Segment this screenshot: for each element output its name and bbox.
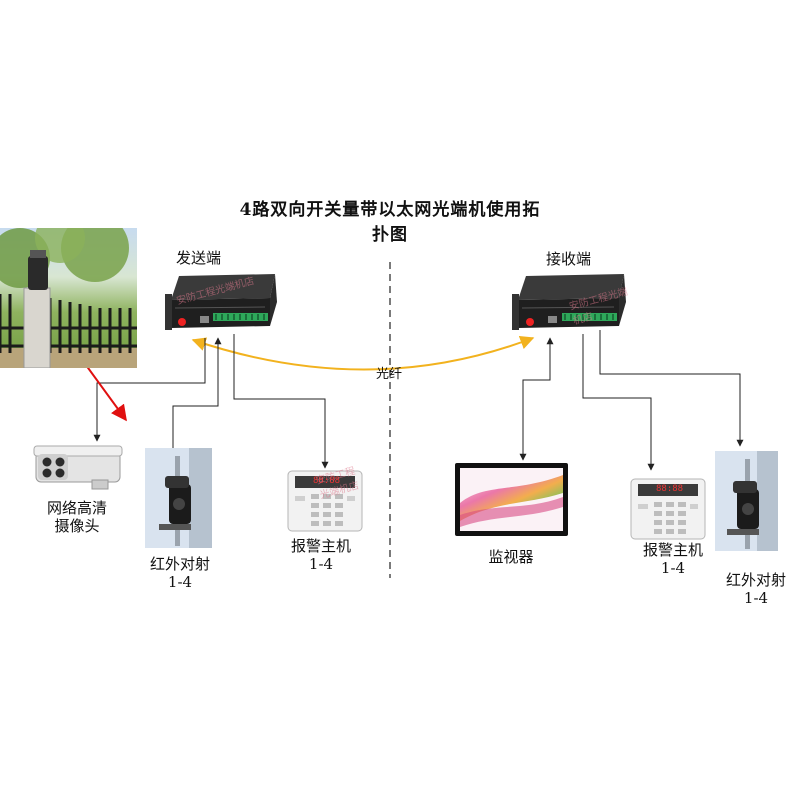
camera-icon [33, 445, 123, 490]
alarm-display-right: 88:88 [656, 484, 684, 494]
ir-left-label-line-2: 1-4 [167, 573, 193, 591]
wire-ir-left [172, 337, 222, 448]
ir-right-label-line-2: 1-4 [743, 589, 769, 607]
fence-photo [0, 228, 137, 368]
diagram-title: 4路双向开关量带以太网光端机使用拓 扑图 [180, 198, 600, 248]
alarm-right-label-line-2: 1-4 [660, 559, 686, 577]
ir-right-label-line-1: 红外对射 [725, 571, 786, 589]
camera-label-line-1: 网络高清 [46, 499, 107, 517]
fiber-label: 光纤 [376, 367, 403, 382]
sender-label: 发送端 [176, 249, 222, 267]
alarm-right-label: 报警主机 1-4 [618, 541, 728, 577]
ir-detector-icon [715, 451, 778, 551]
ir-left-label: 红外对射 1-4 [125, 555, 235, 591]
ir-right-label: 红外对射 1-4 [712, 571, 800, 607]
wire-monitor [519, 337, 554, 461]
wire-alarm-right [582, 334, 655, 471]
alarm-left-label: 报警主机 1-4 [266, 537, 376, 573]
alarm-host-left[interactable]: 88:88 安防工程光端机店 [287, 466, 363, 532]
ir-detector-right[interactable] [715, 451, 778, 551]
title-line-2: 扑图 [372, 225, 408, 245]
sender-transceiver[interactable]: 安防工程光端机店 [165, 268, 280, 334]
ir-left-label-line-1: 红外对射 [149, 555, 210, 573]
camera-label: 网络高清 摄像头 [22, 499, 132, 535]
monitor-label: 监视器 [488, 548, 534, 566]
receiver-label: 接收端 [546, 250, 592, 268]
title-line-1: 4路双向开关量带以太网光端机使用拓 [239, 200, 541, 220]
monitor[interactable] [455, 463, 568, 536]
fence-graphic [0, 228, 137, 368]
transceiver-icon [165, 274, 277, 330]
wire-camera [93, 338, 206, 442]
wire-ir-right [599, 330, 744, 447]
network-camera[interactable] [32, 442, 124, 490]
wire-alarm-left [233, 334, 329, 469]
alarm-left-label-line-2: 1-4 [308, 555, 334, 573]
ir-detector-icon [145, 448, 212, 548]
alarm-keypad-icon [630, 478, 706, 540]
receiver-transceiver[interactable]: 安防工程光端机店 [512, 268, 630, 334]
transceiver-icon [512, 274, 626, 330]
monitor-icon [455, 463, 568, 536]
alarm-host-right[interactable]: 88:88 [630, 478, 706, 540]
alarm-keypad-icon [287, 470, 363, 532]
fiber-link [191, 335, 535, 371]
ir-detector-left[interactable] [145, 448, 212, 548]
camera-label-line-2: 摄像头 [54, 517, 100, 535]
alarm-left-label-line-1: 报警主机 [290, 537, 351, 555]
alarm-display-left: 88:88 [313, 476, 341, 486]
alarm-right-label-line-1: 报警主机 [642, 541, 703, 559]
